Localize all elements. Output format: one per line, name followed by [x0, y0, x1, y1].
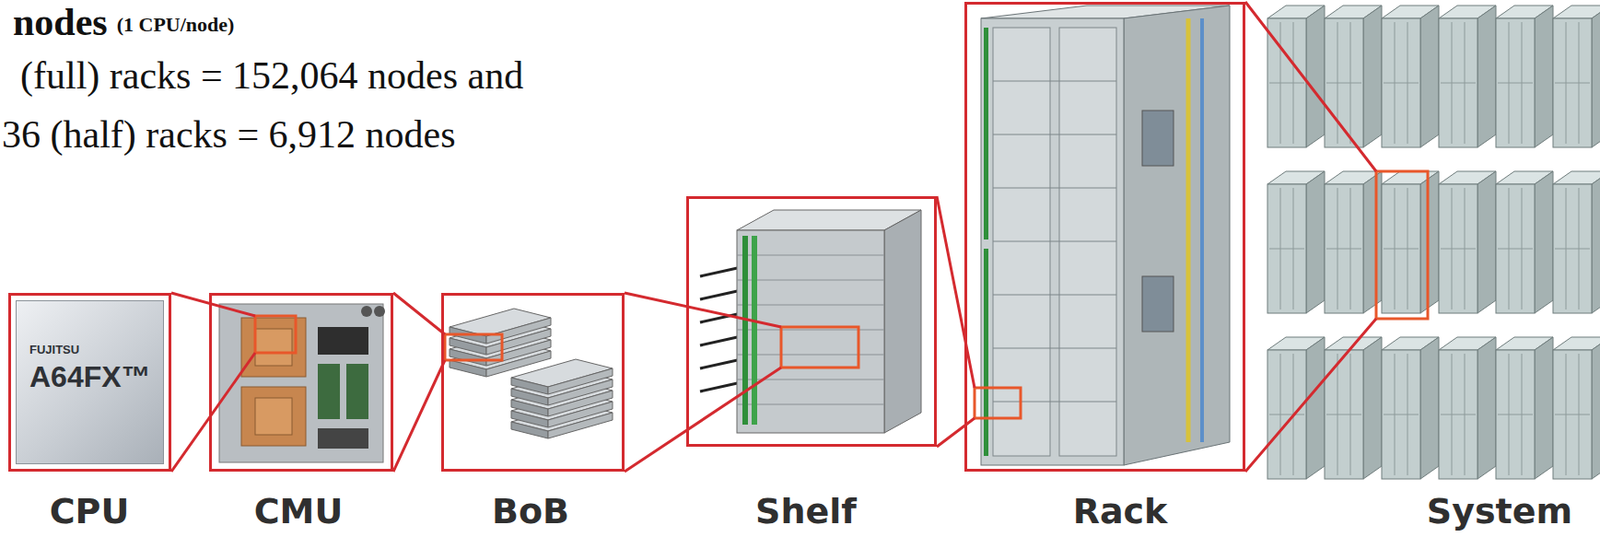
highlight-frame: [1376, 171, 1428, 319]
rack-cabinet: [981, 5, 1230, 466]
zoom-frame: BoB: [441, 292, 625, 472]
level-label: System: [1426, 490, 1573, 532]
zoom-line: [171, 292, 256, 472]
level-label: CMU: [254, 490, 344, 532]
node-count-text: nodes: [12, 0, 108, 45]
zoom-frame: CMU: [209, 292, 394, 472]
chip-model: A64FX™: [29, 360, 164, 395]
level-label: Shelf: [755, 490, 857, 532]
node-count-text: (1 CPU/node): [116, 12, 235, 36]
highlight-frame: [444, 334, 503, 361]
cpu-chip: FUJITSU A64FX™: [15, 300, 164, 465]
highlight-frame: [255, 315, 296, 353]
highlight-frame: [974, 387, 1021, 419]
cmu-board: [219, 303, 386, 463]
node-count-text: 36 (half) racks = 6,912 nodes: [1, 112, 456, 157]
zoom-line: [936, 196, 975, 447]
node-count-text: (full) racks = 152,064 nodes and: [20, 53, 524, 98]
zoom-frame: CPUFUJITSUA64FX™: [8, 292, 172, 472]
level-label: Rack: [1073, 490, 1168, 532]
level-label: BoB: [491, 490, 570, 532]
zoom-frame: Rack: [964, 1, 1246, 472]
system-racks: [1267, 5, 1600, 479]
zoom-frame: Shelf: [686, 196, 937, 447]
chip-brand: FUJITSU: [29, 342, 164, 357]
bob-modules: [449, 308, 613, 439]
highlight-frame: [781, 327, 859, 368]
zoom-line: [393, 292, 445, 472]
level-label: CPU: [49, 490, 130, 532]
zoom-line: [1245, 1, 1377, 472]
system-area: System: [1252, 0, 1600, 537]
